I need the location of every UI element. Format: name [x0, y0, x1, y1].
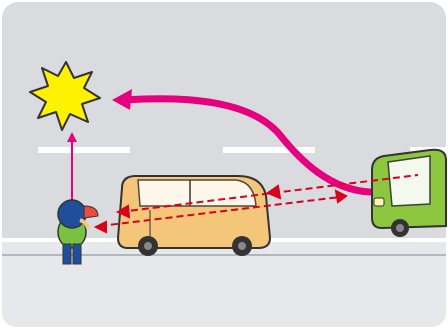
vehicle-path-arrow	[121, 95, 374, 196]
yellow-minivan-icon	[116, 175, 272, 256]
green-car-icon	[371, 148, 447, 237]
collision-star-icon	[29, 61, 101, 131]
lane-marking	[38, 147, 130, 153]
curb-line	[2, 254, 446, 256]
sidewalk	[2, 240, 446, 327]
lane-marking	[223, 147, 315, 153]
vehicle-path-arrowhead	[112, 89, 132, 110]
sight-line-arrows	[93, 174, 419, 234]
pedestrian-path-arrowhead	[67, 132, 77, 142]
child-pedestrian-icon	[57, 199, 99, 265]
